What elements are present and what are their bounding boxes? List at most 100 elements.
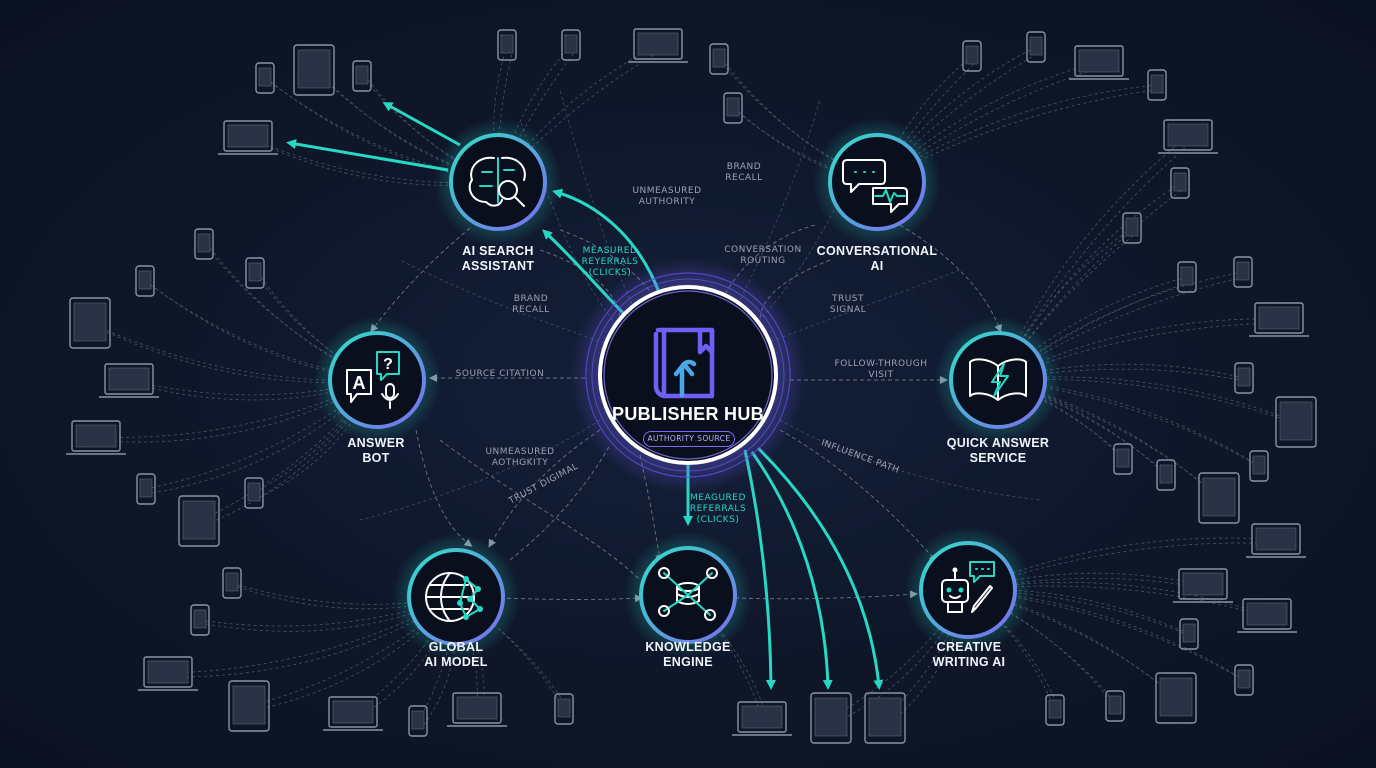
phone-icon <box>1026 31 1046 63</box>
phone-icon <box>554 693 574 725</box>
node-label-line: KNOWLEDGE <box>645 640 731 654</box>
node-label-global-ai: GLOBAL AI MODEL <box>381 640 531 670</box>
flow-label-line: REFERRALS <box>689 504 747 514</box>
device-link-line <box>259 379 378 498</box>
flow-label-line: REYERRALS <box>581 257 639 267</box>
phone-icon <box>190 604 210 636</box>
laptop-icon <box>732 701 792 736</box>
device-link-line <box>876 88 1164 183</box>
node-ai-search[interactable] <box>434 118 562 246</box>
device-link-line <box>95 379 378 438</box>
tablet-icon <box>178 495 220 547</box>
phone-icon <box>1170 167 1190 199</box>
flow-label-line: AUTHORITY <box>638 197 696 207</box>
flow-label-line: MEAGURED <box>690 493 746 503</box>
globe-network-icon <box>425 572 483 622</box>
laptop-icon <box>447 692 507 727</box>
device-link-line <box>997 227 1133 381</box>
book-lightning-icon <box>969 358 1027 401</box>
node-label-line: ANSWER <box>347 436 405 450</box>
node-label-quick-answer: QUICK ANSWER SERVICE <box>923 436 1073 466</box>
flow-label-brand-recall-top: BRAND RECALL <box>684 162 804 184</box>
device-link-line <box>361 75 499 183</box>
node-answer-bot[interactable]: A? <box>313 316 441 444</box>
phone-icon <box>222 567 242 599</box>
phone-icon <box>408 705 428 737</box>
svg-text:A: A <box>353 373 366 393</box>
laptop-icon <box>66 420 126 455</box>
publisher-hub[interactable] <box>570 257 806 493</box>
node-label-line: QUICK ANSWER <box>946 436 1050 450</box>
flow-label-line: AOTHGKITY <box>491 458 549 468</box>
node-global-ai[interactable] <box>392 533 520 661</box>
device-link-line <box>253 379 378 494</box>
phone-icon <box>1249 450 1269 482</box>
phone-icon <box>136 473 156 505</box>
node-label-line: GLOBAL <box>428 640 484 654</box>
phone-icon <box>1177 261 1197 293</box>
flow-label-measured-referrals-bottom: MEAGURED REFERRALS (CLICKS) <box>658 493 778 526</box>
flow-label-line: VISIT <box>868 370 894 380</box>
node-label-ai-search: AI SEARCH ASSISTANT <box>423 244 573 274</box>
node-quick-answer[interactable] <box>934 316 1062 444</box>
phone-icon <box>497 29 517 61</box>
device-link-line <box>237 586 457 610</box>
laptop-icon <box>1249 302 1309 337</box>
chat-bubbles-icon <box>842 159 908 213</box>
node-conversational[interactable] <box>813 118 941 246</box>
flow-label-source-citation: SOURCE CITATION <box>455 369 545 379</box>
tablet-icon <box>864 692 906 744</box>
phone-icon <box>1147 69 1167 101</box>
phone-icon <box>1179 618 1199 650</box>
node-label-line: WRITING AI <box>932 655 1006 669</box>
device-link-line <box>997 379 1124 460</box>
phone-icon <box>1156 459 1176 491</box>
phone-icon <box>135 265 155 297</box>
phone-icon <box>245 257 265 289</box>
device-link-line <box>967 537 1277 591</box>
flow-label-line: RECALL <box>725 173 763 183</box>
phone-icon <box>561 29 581 61</box>
node-label-line: SERVICE <box>969 451 1027 465</box>
book-arrow-icon <box>653 327 715 399</box>
flow-label-line: ROUTING <box>740 256 786 266</box>
node-label-line: ASSISTANT <box>461 259 535 273</box>
flow-label-line: BRAND <box>726 162 762 172</box>
device-link-line <box>997 376 1297 423</box>
device-link-line <box>997 275 1250 381</box>
device-link-line <box>134 379 378 401</box>
device-link-line <box>423 596 458 726</box>
answer-bot-icon: A? <box>346 351 400 409</box>
device-cluster <box>66 28 1317 744</box>
node-knowledge[interactable] <box>624 531 752 659</box>
phone-icon <box>1233 256 1253 288</box>
flow-label-line: FOLLOW-THROUGH <box>834 359 928 369</box>
node-label-answer-bot: ANSWER BOT <box>301 436 451 466</box>
device-link-line <box>967 581 1268 616</box>
node-creative[interactable] <box>904 526 1032 654</box>
svg-text:?: ? <box>383 356 393 373</box>
device-link-line <box>89 322 378 381</box>
phone-icon <box>194 228 214 260</box>
flow-label-line: CONVERSATION <box>724 245 802 255</box>
tablet-icon <box>1198 472 1240 524</box>
flow-label-line: UNMEASURED <box>485 447 555 457</box>
flow-label-line: SIGNAL <box>829 305 867 315</box>
device-link-line <box>997 276 1188 381</box>
device-link-line <box>997 378 1303 427</box>
flow-label-brand-recall-left: BRAND RECALL <box>471 294 591 316</box>
node-label-line: AI MODEL <box>424 655 488 669</box>
flow-label-unmeasured-authority: UNMEASURED AUTHORITY <box>607 186 727 208</box>
flow-label-follow-through: FOLLOW-THROUGH VISIT <box>821 359 941 381</box>
tablet-icon <box>293 44 335 96</box>
tablet-icon <box>1275 396 1317 448</box>
phone-icon <box>255 62 275 94</box>
device-link-line <box>497 48 578 183</box>
hub-title: PUBLISHER HUB <box>612 404 764 424</box>
flow-label-trust-signal: TRUST SIGNAL <box>788 294 908 316</box>
phone-icon <box>1122 212 1142 244</box>
node-label-line: AI <box>870 259 884 273</box>
device-link-line <box>997 368 1251 383</box>
laptop-icon <box>218 120 278 155</box>
